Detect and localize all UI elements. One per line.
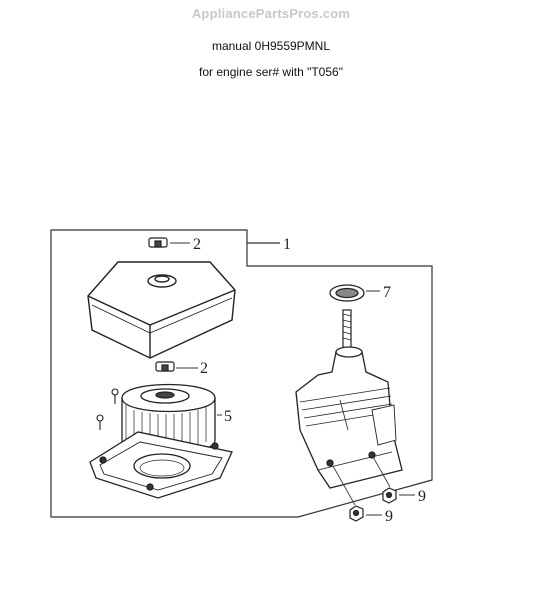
callout-7: 7: [383, 284, 391, 301]
flange-nut-left: [349, 505, 364, 522]
flange-nut-right: [382, 487, 397, 504]
wing-nut-middle: [155, 361, 175, 372]
screw-left: [96, 388, 119, 430]
engine-serial-note: for engine ser# with "T056": [199, 65, 343, 79]
wing-nut-top: [148, 237, 168, 248]
air-cleaner-cover: [87, 261, 236, 359]
assembly-boundary: [50, 229, 433, 518]
callout-5: 5: [224, 408, 232, 425]
callout-9-right: 9: [418, 488, 426, 505]
gasket: [329, 284, 365, 302]
callout-9-left: 9: [385, 508, 393, 525]
callout-2-top: 2: [193, 236, 201, 253]
elbow-housing: [295, 346, 403, 489]
site-watermark: AppliancePartsPros.com: [191, 6, 351, 21]
air-cleaner-base: [89, 431, 233, 499]
callout-2-middle: 2: [200, 360, 208, 377]
manual-number: manual 0H9559PMNL: [211, 39, 331, 53]
callout-1: 1: [283, 236, 291, 253]
